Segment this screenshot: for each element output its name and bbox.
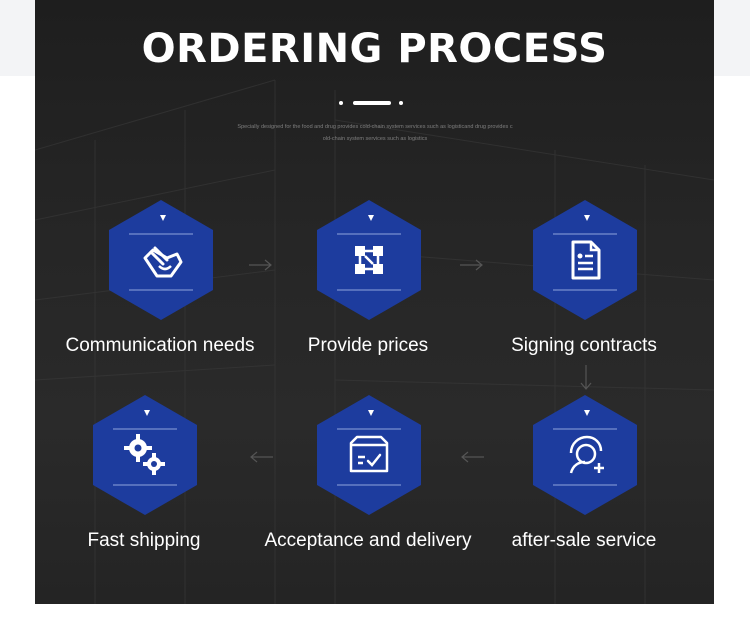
- arrow-right-icon: [460, 259, 483, 271]
- step-label: Provide prices: [307, 335, 429, 356]
- step-hexagon: [531, 393, 639, 517]
- subtitle-line-1: Specially designed for the food and drug…: [237, 124, 513, 130]
- arrow-right-icon: [249, 259, 272, 271]
- step-label: Fast shipping: [87, 530, 201, 551]
- step-provide-prices: Provide prices: [258, 198, 478, 358]
- step-hexagon: [315, 393, 423, 517]
- step-signing-contracts: Signing contracts: [474, 198, 694, 358]
- handshake-icon: [143, 246, 183, 278]
- step-label: after-sale service: [511, 530, 657, 551]
- step-hexagon: [531, 198, 639, 322]
- step-hexagon: [107, 198, 215, 322]
- step-communication-needs: Communication needs: [50, 198, 270, 358]
- box-check-icon: [349, 435, 389, 473]
- gears-icon: [124, 434, 165, 475]
- title-divider: [339, 100, 405, 106]
- subtitle-line-2: old-chain system services such as logist…: [322, 136, 428, 142]
- headset-agent-icon: [569, 435, 604, 474]
- step-label: Communication needs: [65, 335, 255, 356]
- document-icon: [571, 240, 601, 280]
- step-after-sale-service: after-sale service: [474, 393, 694, 553]
- arrow-down-icon: [580, 365, 592, 390]
- network-nodes-icon: [355, 246, 383, 274]
- page-title: ORDERING PROCESS: [141, 26, 608, 72]
- step-hexagon: [91, 393, 199, 517]
- arrow-left-icon: [250, 451, 273, 463]
- step-fast-shipping: Fast shipping: [35, 393, 254, 553]
- step-label: Acceptance and delivery: [264, 530, 472, 551]
- ordering-process-panel: ORDERING PROCESS Specially designed for …: [35, 0, 714, 604]
- subtitle: Specially designed for the food and drug…: [175, 121, 575, 145]
- step-acceptance-and-delivery: Acceptance and delivery: [258, 393, 478, 553]
- arrow-left-icon: [461, 451, 484, 463]
- step-label: Signing contracts: [511, 335, 657, 356]
- step-hexagon: [315, 198, 423, 322]
